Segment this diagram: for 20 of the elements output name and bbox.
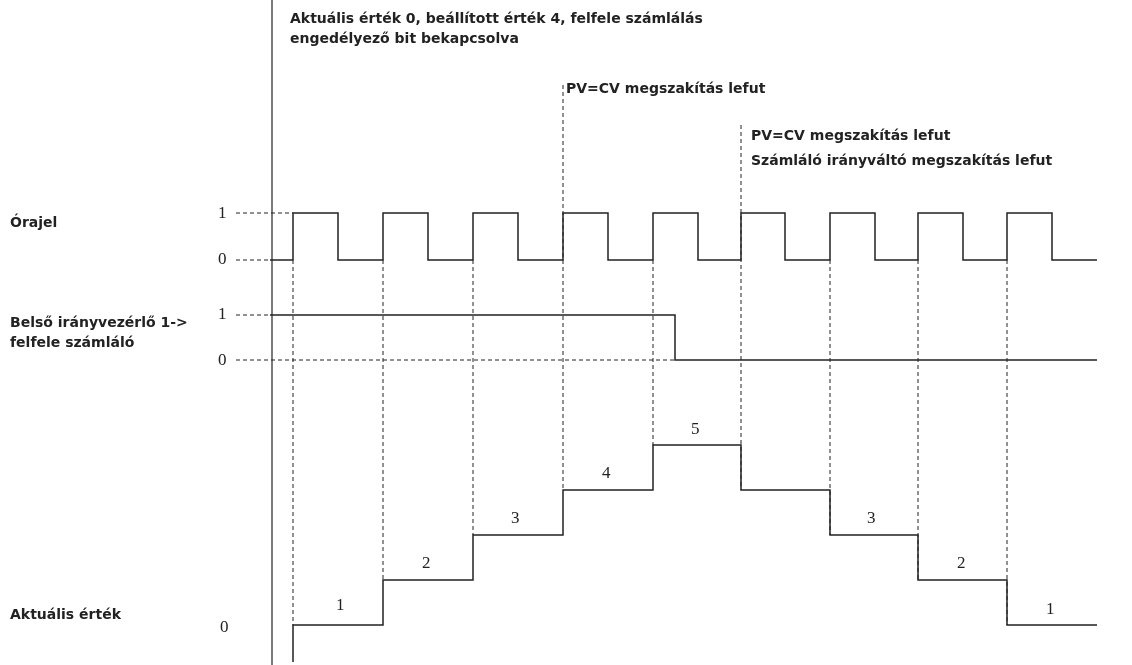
count-value: 2 bbox=[422, 554, 431, 572]
annotation-text: Számláló irányváltó megszakítás lefut bbox=[751, 151, 1053, 170]
count-value: 3 bbox=[511, 509, 520, 527]
annotation-text: PV=CV megszakítás lefut bbox=[566, 79, 766, 98]
count-value: 5 bbox=[691, 420, 700, 438]
signal-label: Aktuális érték bbox=[10, 605, 121, 624]
level-label: 0 bbox=[218, 250, 227, 268]
level-label: 1 bbox=[218, 305, 227, 323]
count-value: 3 bbox=[867, 509, 876, 527]
count-value: 1 bbox=[336, 596, 345, 614]
level-label: 0 bbox=[218, 351, 227, 369]
count-value: 1 bbox=[1046, 600, 1055, 618]
signal-label: Belső irányvezérlő 1-> felfele számláló bbox=[10, 313, 189, 352]
count-value: 2 bbox=[957, 554, 966, 572]
annotation-text: Aktuális érték 0, beállított érték 4, felfele számlálás engedélyező bit bekapcsolva bbox=[290, 9, 704, 48]
annotation-text: PV=CV megszakítás lefut bbox=[751, 126, 951, 145]
level-label: 1 bbox=[218, 204, 227, 222]
level-label: 0 bbox=[220, 618, 229, 636]
count-value: 4 bbox=[602, 464, 611, 482]
signal-label: Órajel bbox=[10, 212, 58, 232]
